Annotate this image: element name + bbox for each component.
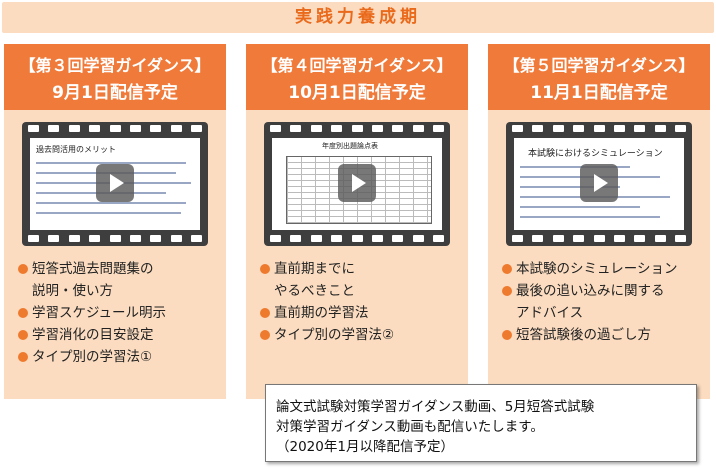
slide-preview: 本試験におけるシミュレーション bbox=[514, 138, 684, 230]
topic-list: 本試験のシミュレーション 最後の追い込みに関する アドバイス 短答試験後の過ごし… bbox=[502, 258, 708, 346]
film-perforations bbox=[28, 235, 202, 243]
slide-title: 本試験におけるシミュレーション bbox=[528, 149, 663, 159]
column-date: 9月1日配信予定 bbox=[52, 83, 178, 103]
list-item: アドバイス bbox=[516, 305, 584, 321]
list-item: 学習消化の目安設定 bbox=[18, 324, 224, 346]
list-item: 直前期までに bbox=[260, 258, 466, 280]
bullet-icon bbox=[502, 286, 512, 296]
bullet-icon bbox=[260, 264, 270, 274]
slide-title: 年度別出題論点表 bbox=[322, 142, 378, 150]
film-perforations bbox=[28, 125, 202, 133]
slide-text-line bbox=[520, 186, 620, 188]
guidance-column-3: 【第３回学習ガイダンス】 9月1日配信予定 過去問活用のメリット 短答式過去問題… bbox=[4, 44, 226, 399]
topic-list: 直前期までに やるべきこと 直前期の学習法 タイプ別の学習法② bbox=[260, 258, 466, 346]
topic-list: 短答式過去問題集の 説明・使い方 学習スケジュール明示 学習消化の目安設定 タイ… bbox=[18, 258, 224, 368]
slide-title: 過去問活用のメリット bbox=[36, 145, 116, 154]
phase-title: 実践力養成期 bbox=[295, 7, 421, 27]
video-thumbnail[interactable]: 年度別出題論点表 bbox=[264, 122, 450, 246]
column-header: 【第３回学習ガイダンス】 9月1日配信予定 bbox=[4, 44, 226, 110]
list-item: 最後の追い込みに関する bbox=[502, 280, 708, 302]
list-item: タイプ別の学習法① bbox=[18, 346, 224, 368]
list-item: 学習スケジュール明示 bbox=[18, 302, 224, 324]
bullet-icon bbox=[18, 264, 28, 274]
slide-preview: 年度別出題論点表 bbox=[272, 138, 442, 230]
guidance-column-5: 【第５回学習ガイダンス】 11月1日配信予定 本試験におけるシミュレーション 本… bbox=[488, 44, 710, 399]
column-heading: 【第３回学習ガイダンス】 bbox=[19, 56, 211, 75]
slide-text-line bbox=[520, 206, 640, 208]
film-perforations bbox=[270, 125, 444, 133]
video-thumbnail[interactable]: 本試験におけるシミュレーション bbox=[506, 122, 692, 246]
bullet-icon bbox=[260, 330, 270, 340]
slide-preview: 過去問活用のメリット bbox=[30, 138, 200, 230]
video-thumbnail[interactable]: 過去問活用のメリット bbox=[22, 122, 208, 246]
list-item: タイプ別の学習法② bbox=[260, 324, 466, 346]
column-date: 10月1日配信予定 bbox=[288, 83, 426, 103]
bullet-icon bbox=[502, 330, 512, 340]
play-icon[interactable] bbox=[580, 164, 618, 202]
column-header: 【第４回学習ガイダンス】 10月1日配信予定 bbox=[246, 44, 468, 110]
film-perforations bbox=[270, 235, 444, 243]
bullet-icon bbox=[18, 308, 28, 318]
slide-text-line bbox=[36, 212, 181, 214]
list-item: 説明・使い方 bbox=[32, 283, 113, 299]
notice-box: 論文式試験対策学習ガイダンス動画、5月短答式試験 対策学習ガイダンス動画も配信い… bbox=[265, 384, 697, 462]
list-item: 短答試験後の過ごし方 bbox=[502, 324, 708, 346]
list-item: やるべきこと bbox=[274, 283, 355, 299]
slide-text-line bbox=[520, 216, 660, 218]
list-item: 本試験のシミュレーション bbox=[502, 258, 708, 280]
slide-text-line bbox=[36, 162, 186, 164]
notice-line: 論文式試験対策学習ガイダンス動画、5月短答式試験 bbox=[276, 399, 595, 415]
bullet-icon bbox=[18, 330, 28, 340]
phase-banner: 実践力養成期 bbox=[2, 2, 714, 33]
slide-text-line bbox=[36, 202, 186, 204]
bullet-icon bbox=[18, 352, 28, 362]
notice-line: （2020年1月以降配信予定） bbox=[276, 439, 454, 455]
list-item: 直前期の学習法 bbox=[260, 302, 466, 324]
column-date: 11月1日配信予定 bbox=[530, 83, 668, 103]
list-item: 短答式過去問題集の bbox=[18, 258, 224, 280]
bullet-icon bbox=[502, 264, 512, 274]
column-header: 【第５回学習ガイダンス】 11月1日配信予定 bbox=[488, 44, 710, 110]
film-perforations bbox=[512, 125, 686, 133]
play-icon[interactable] bbox=[338, 164, 376, 202]
notice-line: 対策学習ガイダンス動画も配信いたします。 bbox=[276, 419, 544, 435]
slide-text-line bbox=[520, 166, 630, 168]
guidance-column-4: 【第４回学習ガイダンス】 10月1日配信予定 年度別出題論点表 直前期までに や… bbox=[246, 44, 468, 399]
column-heading: 【第４回学習ガイダンス】 bbox=[261, 56, 453, 75]
column-heading: 【第５回学習ガイダンス】 bbox=[503, 56, 695, 75]
film-perforations bbox=[512, 235, 686, 243]
bullet-icon bbox=[260, 308, 270, 318]
play-icon[interactable] bbox=[96, 164, 134, 202]
